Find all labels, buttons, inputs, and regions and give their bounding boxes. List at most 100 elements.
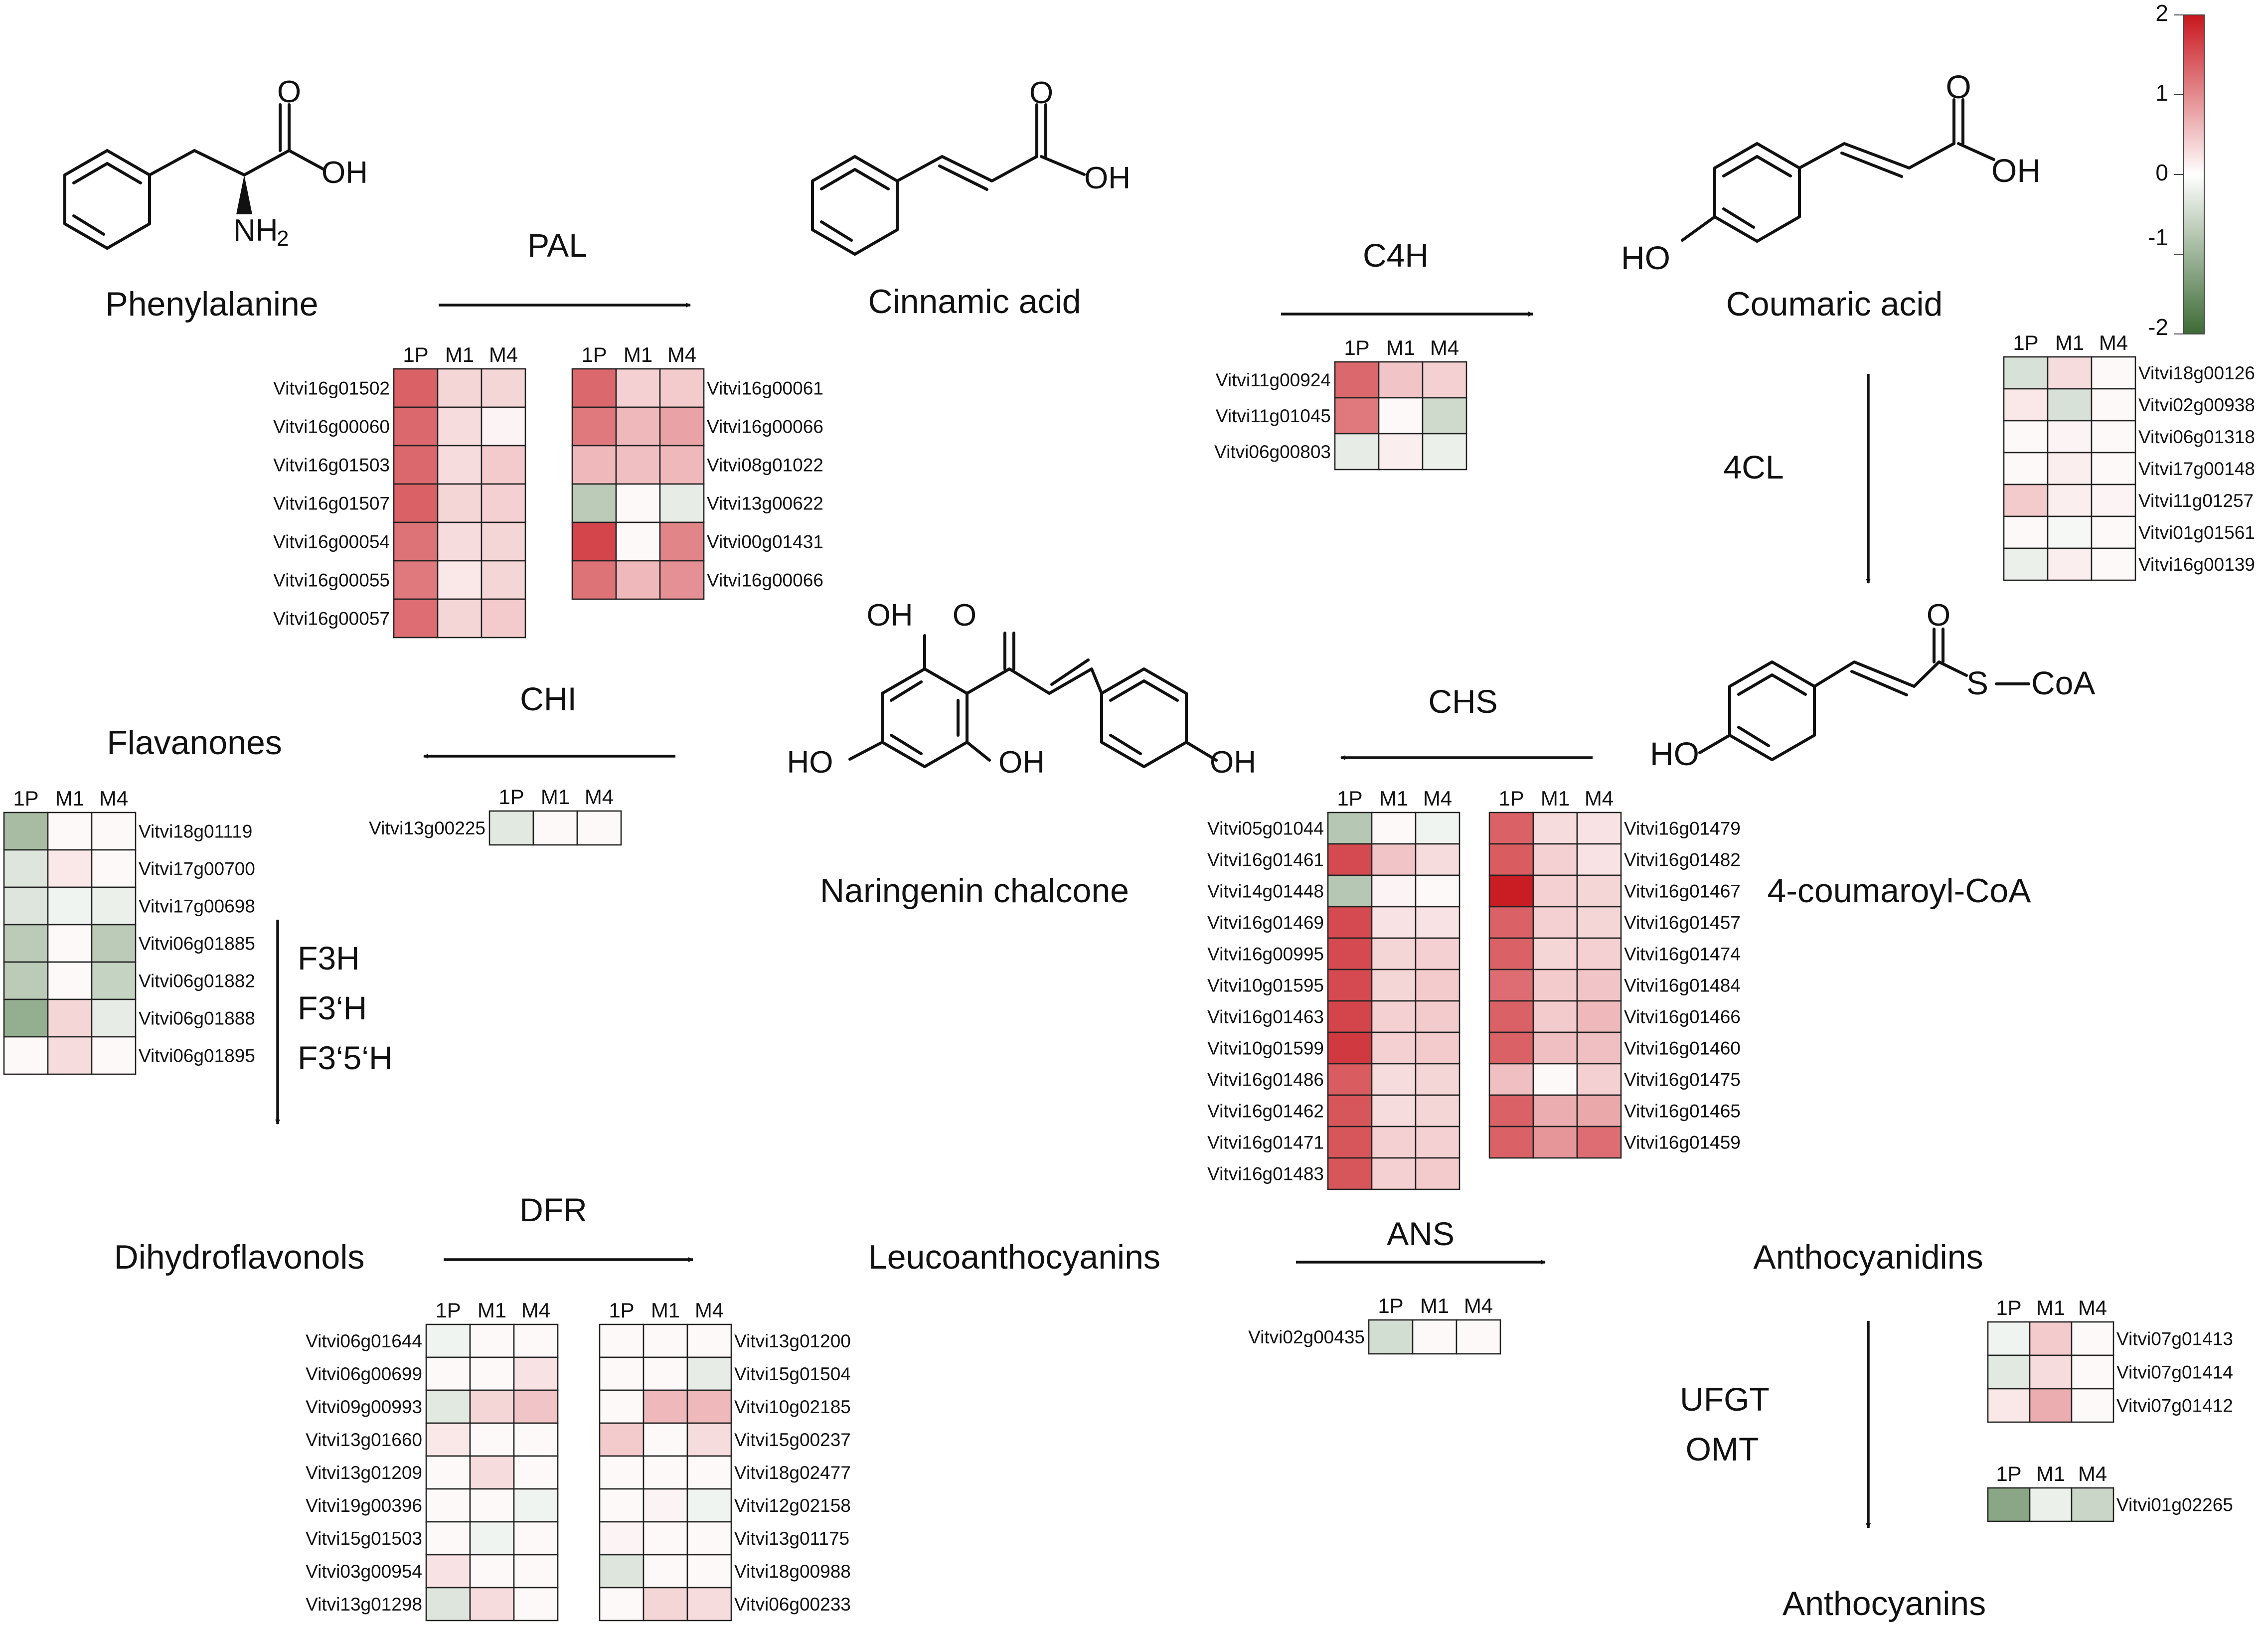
heatmap-cell [1576,874,1622,908]
heatmap-cell [659,560,705,600]
heatmap-cell [2003,388,2049,422]
heatmap-column-header: M4 [1585,787,1614,810]
gene-label: Vitvi16g01486 [1207,1070,1324,1090]
heatmap-cell [643,1356,688,1391]
heatmap-cell [1415,843,1460,876]
heatmap-cell [2047,420,2093,454]
heatmap-cell [91,1036,137,1075]
heatmap-cell [1334,397,1380,435]
heatmap-cell [1327,1031,1373,1065]
heatmap-cell [393,406,439,447]
heatmap-cell [1371,969,1417,1002]
heatmap-cell [437,483,483,523]
heatmap-cell [1576,812,1622,845]
heatmap-cell [686,1587,732,1622]
heatmap-cell [686,1455,732,1490]
phe-o-atom: O [277,75,301,109]
heatmap-cell [91,924,137,963]
heatmap-cell [437,445,483,485]
heatmap-cell [1412,1319,1458,1355]
heatmap-cell [469,1389,515,1424]
heatmap-cell [1576,906,1622,939]
heatmap-cell [659,445,705,485]
heatmap-column-header: M1 [2055,331,2084,354]
heatmap-cell [47,812,93,851]
gene-label: Vitvi16g01457 [1624,913,1741,933]
enzyme-omt: OMT [1686,1431,1759,1467]
heatmap-cell [469,1554,515,1589]
heatmap-cell [1422,361,1467,399]
heatmap-cell [91,849,137,888]
heatmap-cell [686,1422,732,1457]
heatmap-cell [643,1455,688,1490]
heatmap-column-header: M4 [521,1299,550,1322]
heatmap-cell [91,886,137,926]
heatmap-cell [425,1521,471,1556]
heatmap-column-header: 1P [13,787,38,810]
heatmap-cell [1488,1063,1534,1096]
gene-label: Vitvi03g00954 [306,1561,422,1582]
gene-label: Vitvi11g01257 [2138,490,2254,511]
scale-tick-0: 0 [2155,160,2168,185]
heatmap-column-header: M1 [2036,1296,2065,1319]
gene-label: Vitvi13g01298 [306,1594,422,1615]
heatmap-cell [2047,388,2093,422]
heatmap-cell [47,924,93,963]
phe-nh-atom: NH [233,213,278,248]
heatmap-cell [1327,969,1373,1002]
coa-ho-atom: HO [1650,735,1699,772]
heatmap-cell [1378,433,1424,471]
heatmap-cell [1422,397,1467,435]
compound-anthocyanidins: Anthocyanidins [1753,1238,1983,1276]
gene-label: Vitvi10g02185 [734,1397,851,1417]
enzyme-c4h: C4H [1363,237,1429,274]
heatmap-cell [2091,547,2136,581]
heatmap-column-header: M4 [489,343,518,366]
gene-label: Vitvi16g01459 [1624,1133,1741,1153]
heatmap-cell [469,1422,515,1457]
heatmap-cell [425,1488,471,1523]
heatmap-cell [2071,1321,2114,1356]
gene-label: Vitvi08g01022 [707,455,823,476]
heatmap-column-header: M4 [695,1299,724,1322]
gene-label: Vitvi16g01463 [1207,1007,1324,1027]
heatmap-cell [2029,1388,2073,1423]
heatmap-cell [1371,1126,1417,1159]
heatmap-column-header: M1 [1379,787,1408,810]
heatmap-cell [2091,515,2136,549]
gene-label: Vitvi16g01466 [1624,1007,1741,1027]
heatmap-column-header: M4 [1430,336,1459,359]
heatmap-column-header: M4 [1423,787,1452,810]
gene-label: Vitvi06g01644 [306,1331,422,1351]
heatmap-cell [91,812,137,851]
heatmap-cell [643,1554,688,1589]
heatmap-cell [481,368,526,408]
heatmap-cell [2091,484,2136,517]
heatmap-cell [47,961,93,1000]
color-scale-legend: 2 1 0 -1 -2 [2148,0,2205,340]
heatmap-cell [599,1554,645,1589]
heatmap-column-header: M1 [541,785,570,809]
gene-label: Vitvi18g01119 [139,821,252,842]
heatmap-cell [1576,937,1622,971]
heatmap-cell [1371,1094,1417,1128]
gene-label: Vitvi13g00622 [707,493,823,514]
heatmap-cell [437,406,483,447]
compound-flavanones: Flavanones [107,724,282,762]
heatmap-cell [393,483,439,523]
gene-label: Vitvi16g01479 [1624,818,1741,839]
compound-coumaric-acid: Coumaric acid [1726,285,1943,323]
heatmap-column-header: M1 [651,1299,680,1322]
heatmap-cell [513,1587,559,1622]
heatmap-column-header: 1P [2013,331,2038,354]
heatmap-cell [1576,969,1622,1002]
heatmap-cell [1415,937,1460,971]
heatmap-cell [481,521,526,562]
heatmap-cell [2003,484,2049,517]
heatmap-cell [1488,843,1534,876]
gene-label: Vitvi17g00698 [139,896,255,917]
heatmap-cell [1488,874,1534,908]
